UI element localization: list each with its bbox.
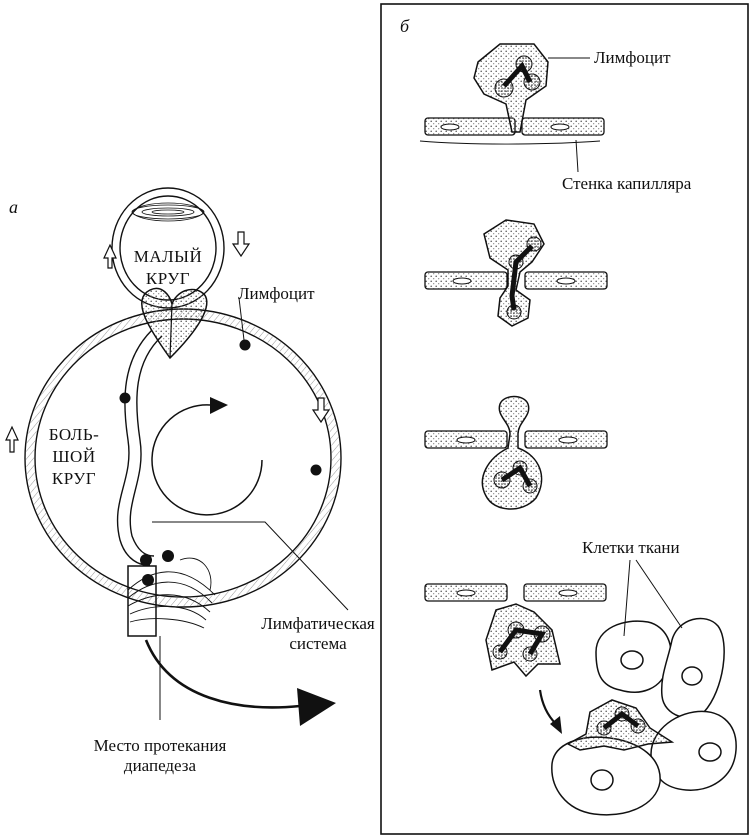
lymphatic-system-label: Лимфатическая система (250, 614, 386, 654)
lymphocyte-dot (310, 464, 322, 476)
stage-4 (424, 559, 737, 816)
panel-b-frame (380, 3, 749, 835)
small-circle-label-line: КРУГ (145, 269, 191, 288)
magnify-arrow (144, 639, 336, 726)
capillary-bed (127, 557, 216, 629)
lymphocyte-dots (119, 339, 322, 586)
up-arrow-icon (5, 425, 19, 453)
lymphocyte-nucleus (494, 55, 541, 98)
small-circle-label: МАЛЫЙ КРУГ (118, 246, 218, 290)
lymphocyte-dot (162, 550, 174, 562)
lymphatic-vessel (116, 329, 163, 566)
stage-3 (424, 395, 608, 510)
lymphocyte-label-a: Лимфоцит (238, 284, 315, 303)
lymphocyte-dot (119, 392, 131, 404)
diapedesis-site-box (127, 565, 157, 637)
capillary-wall-label: Стенка капилляра (562, 174, 692, 193)
lymphocyte-label-b: Лимфоцит (594, 48, 671, 67)
lymphatic-system-label-line: Лимфатическая (261, 614, 375, 633)
flow-arrow-icons (5, 231, 331, 453)
panel-b-letter: б (400, 16, 410, 36)
tissue-cells (551, 617, 737, 816)
lymphocyte-dot (142, 574, 154, 586)
diapedesis-site-label-line: диапедеза (123, 756, 197, 775)
diapedesis-site-label-line: Место протекания (93, 736, 227, 755)
stage-1 (419, 43, 605, 173)
lymphocyte-cell (566, 699, 675, 751)
lymphocyte-nucleus (506, 236, 542, 320)
lymphocyte-dot (239, 339, 251, 351)
diapedesis-site-label: Место протекания диапедеза (64, 736, 256, 776)
big-circle-label-line: БОЛЬ- (48, 425, 100, 444)
lymphatic-system-label-line: система (289, 634, 347, 653)
down-arrow-icon (231, 231, 251, 258)
small-circle-label-line: МАЛЫЙ (133, 247, 203, 266)
leader-lines (152, 297, 349, 720)
tissue-cell (650, 710, 737, 791)
lymphocyte-nucleus (596, 706, 646, 736)
big-circle-label-line: ШОЙ (52, 447, 96, 466)
tissue-cells-label: Клетки ткани (582, 538, 680, 557)
big-circle-label: БОЛЬ- ШОЙ КРУГ (34, 424, 114, 490)
big-circle-label-line: КРУГ (51, 469, 97, 488)
lymphocyte-nucleus (493, 460, 538, 494)
down-arrow-icon (311, 397, 331, 424)
panel-a-letter: а (9, 197, 18, 217)
lymphocyte-cell (485, 603, 561, 678)
lymphocyte-nucleus (492, 621, 551, 662)
lymphocyte-dot (140, 554, 152, 566)
panel-a-circulation (5, 187, 349, 726)
up-arrow-icon (103, 243, 117, 269)
stage-2 (424, 219, 608, 327)
circulation-direction-arrow (151, 397, 263, 516)
migration-arrow (538, 689, 557, 725)
